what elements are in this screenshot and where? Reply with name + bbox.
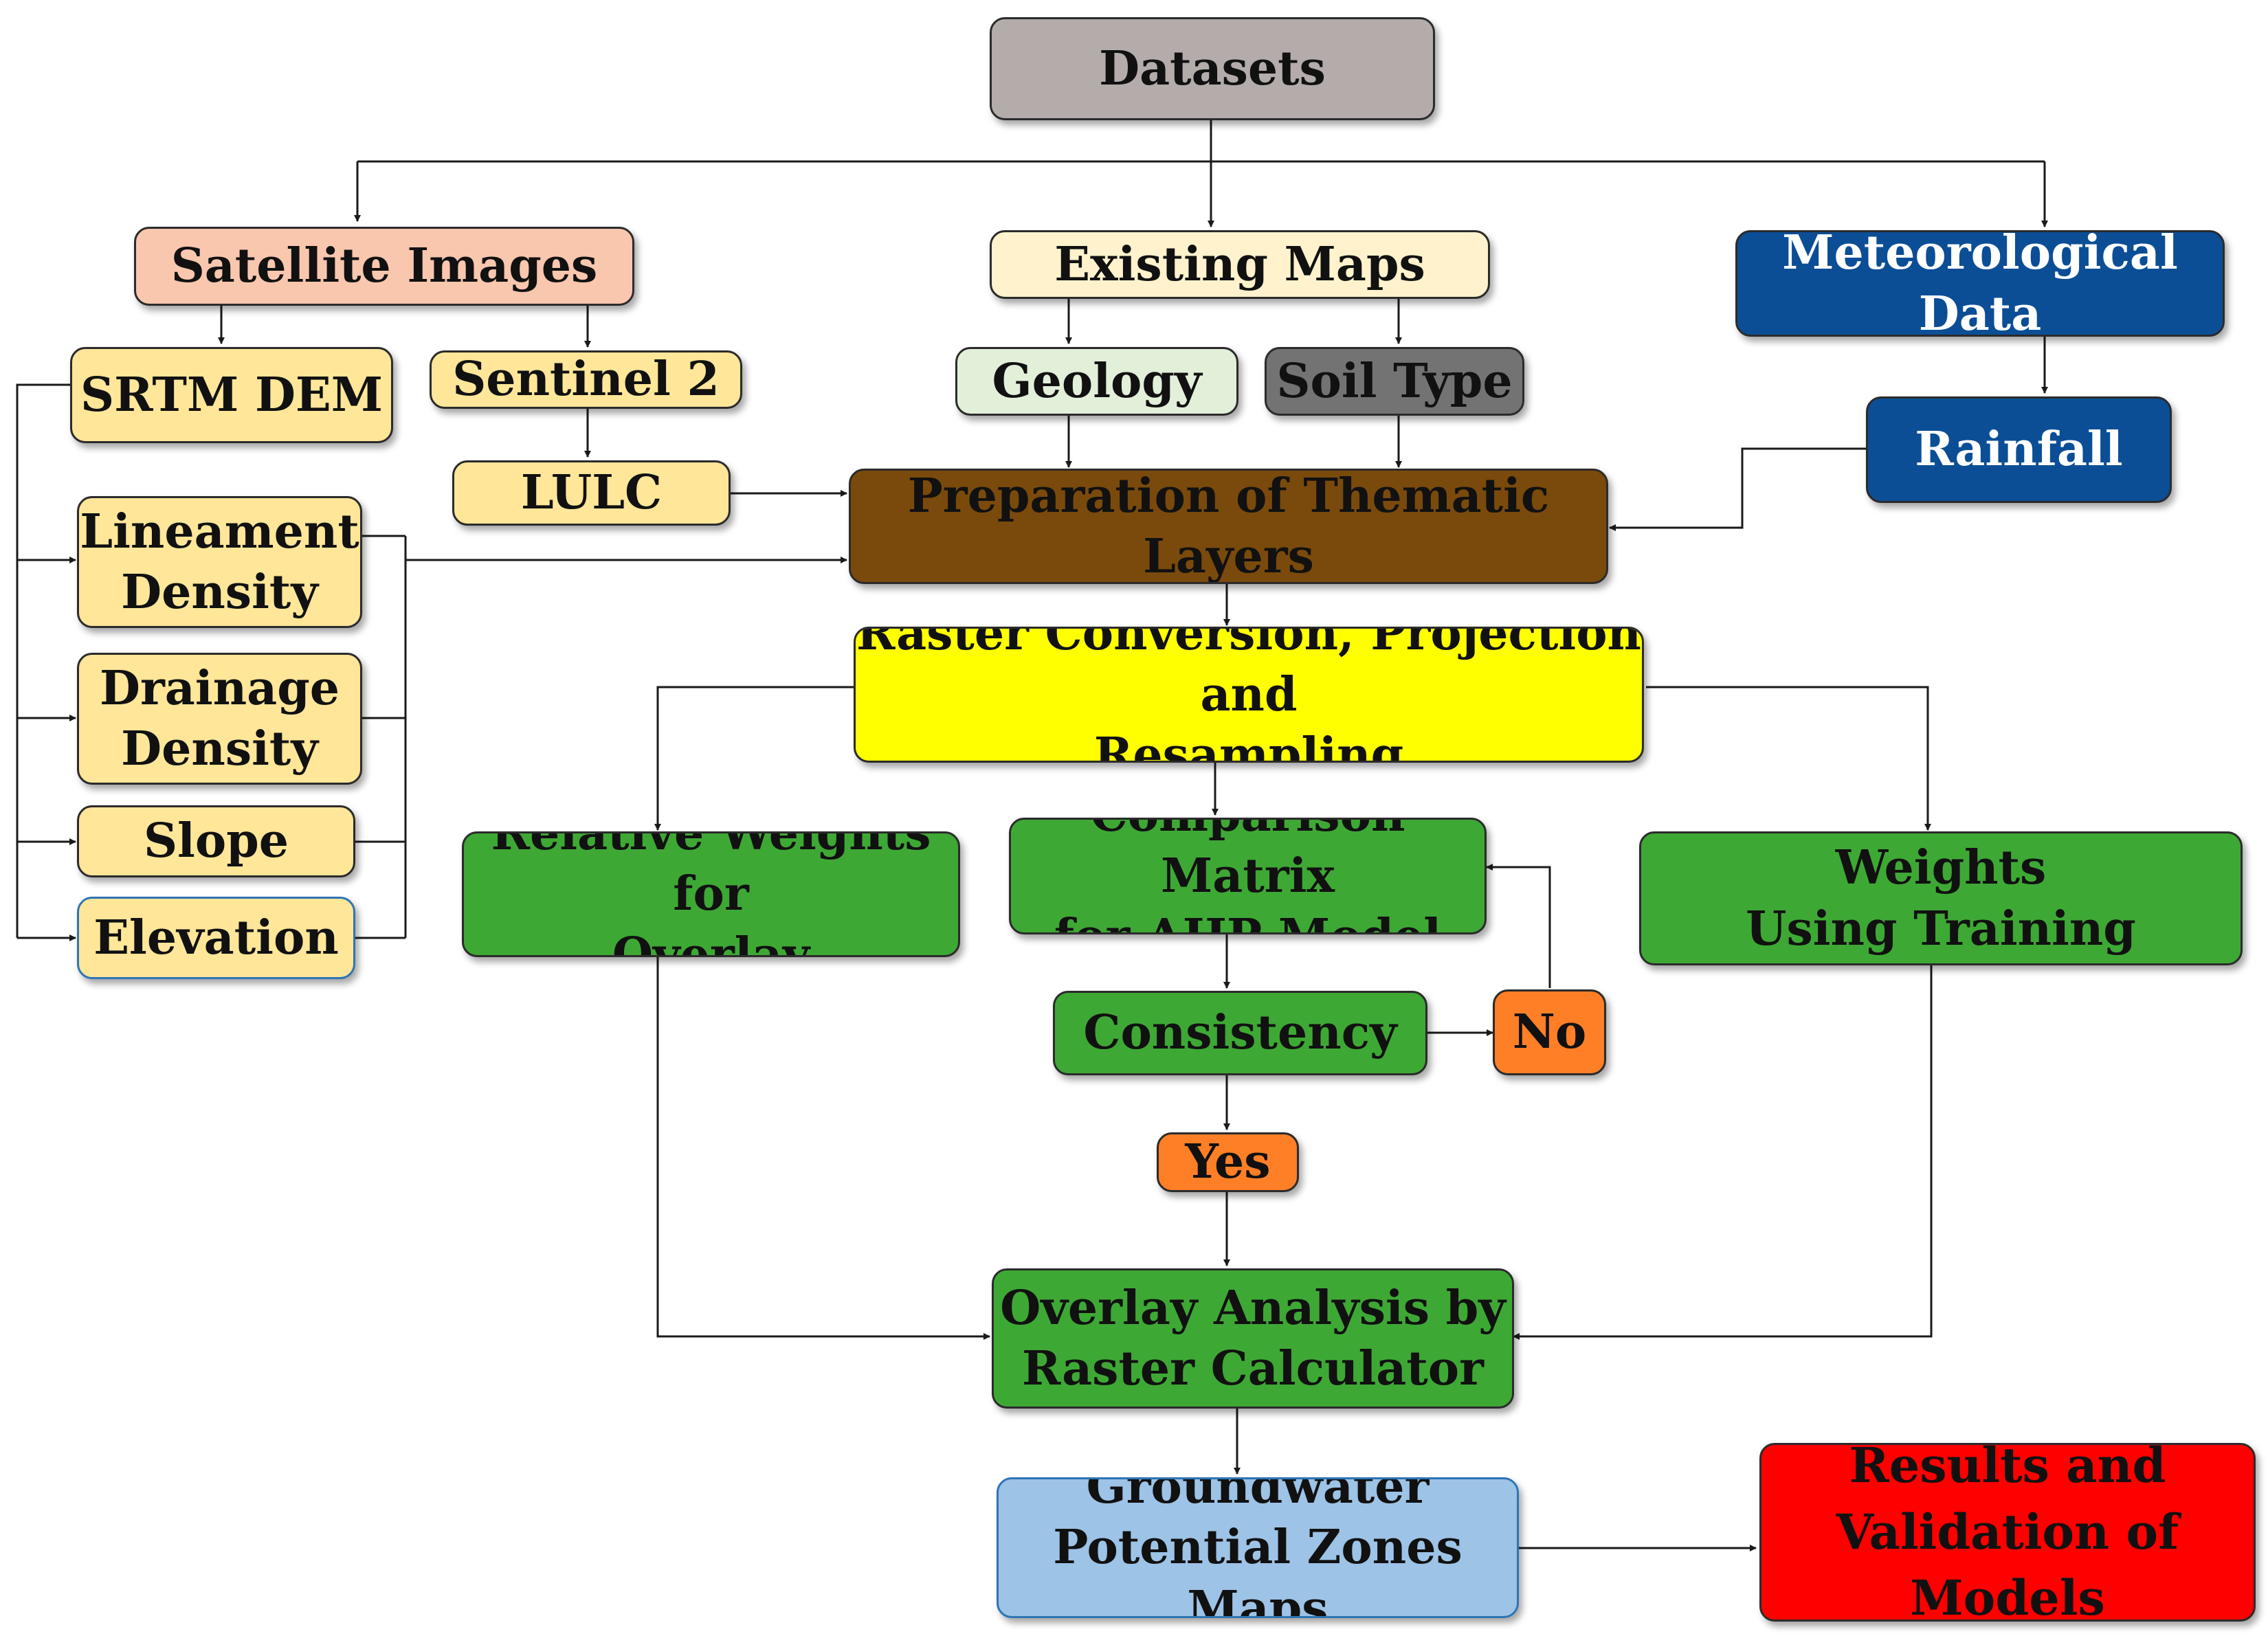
node-srtm-dem: SRTM DEM xyxy=(70,347,393,443)
node-overlay-analysis: Overlay Analysis by Raster Calculator xyxy=(992,1268,1514,1409)
node-rainfall: Rainfall xyxy=(1866,396,2172,503)
connector-srtm-spine xyxy=(16,383,70,938)
connector-no-to-comparison xyxy=(1486,864,1551,988)
connector-relative-to-overlay xyxy=(656,957,990,1340)
node-satellite-images: Satellite Images xyxy=(134,227,634,306)
connector-frequency-to-overlay xyxy=(1513,965,1933,1340)
node-lineament-density: Lineament Density xyxy=(77,496,362,628)
node-sentinel-2: Sentinel 2 xyxy=(430,350,742,409)
node-slope: Slope xyxy=(77,805,355,877)
node-consistency: Consistency xyxy=(1053,991,1427,1075)
node-geology: Geology xyxy=(955,347,1238,416)
node-raster-conversion: Raster Conversion, Projection and Resamp… xyxy=(854,627,1644,763)
node-no: No xyxy=(1493,989,1606,1075)
node-thematic-layers: Preparation of Thematic Layers xyxy=(849,469,1608,584)
node-soil-type: Soil Type xyxy=(1265,347,1524,416)
node-results-validation: Results and Validation of Models xyxy=(1759,1443,2256,1622)
connector-raster-to-relative xyxy=(654,686,854,831)
node-frequency-ratio: Frequency Ratio Weights Using Training D… xyxy=(1639,831,2243,965)
node-groundwater-maps: Groundwater Potential Zones Maps xyxy=(997,1477,1519,1618)
node-comparison-matrix: Comparison Matrix for AHP Model xyxy=(1009,818,1487,934)
connector-raster-to-frequency xyxy=(1646,686,1931,831)
node-yes: Yes xyxy=(1157,1132,1299,1192)
node-datasets: Datasets xyxy=(990,17,1435,120)
connector-rainfall-to-thematic xyxy=(1609,447,1866,531)
node-relative-weights: Relative Weights for Overlay xyxy=(462,831,960,957)
node-existing-maps: Existing Maps xyxy=(990,230,1490,299)
node-lulc: LULC xyxy=(452,460,731,526)
node-meteorological-data: Meteorological Data xyxy=(1735,230,2225,337)
node-elevation: Elevation xyxy=(77,897,355,979)
node-drainage-density: Drainage Density xyxy=(77,653,362,785)
